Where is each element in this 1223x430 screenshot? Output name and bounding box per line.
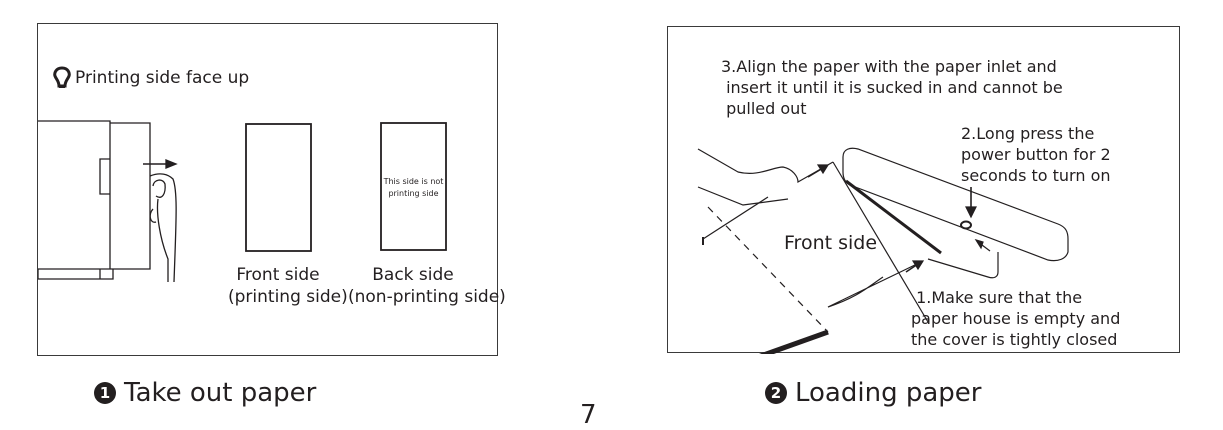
step2-illustration: 3.Align the paper with the paper inlet a… bbox=[667, 26, 1180, 354]
instruction-3: 3.Align the paper with the paper inlet a… bbox=[721, 57, 1063, 118]
step1-illustration: Printing side face up This side is not p… bbox=[37, 23, 506, 356]
step2-caption-text: Loading paper bbox=[795, 378, 982, 408]
lightbulb-icon bbox=[53, 66, 71, 94]
instruction-2: 2.Long press the power button for 2 seco… bbox=[961, 124, 1111, 185]
front-side-label: Front side (printing side) bbox=[228, 264, 348, 308]
back-note-line2: printing side bbox=[388, 189, 439, 198]
instruction-1: 1.Make sure that the paper house is empt… bbox=[911, 288, 1121, 349]
printer-paper-removal-drawing bbox=[38, 120, 447, 283]
step1-caption: 1 Take out paper bbox=[94, 378, 316, 408]
front-side-title: Front side bbox=[236, 265, 320, 285]
step1-caption-text: Take out paper bbox=[124, 378, 317, 408]
back-side-subtitle: (non-printing side) bbox=[348, 287, 506, 307]
step-number-badge: 1 bbox=[94, 382, 116, 404]
page-number: 7 bbox=[580, 400, 597, 430]
step2-caption: 2 Loading paper bbox=[765, 378, 981, 408]
front-side-subtitle: (printing side) bbox=[228, 287, 348, 307]
back-side-label: Back side (non-printing side) bbox=[348, 264, 506, 308]
back-side-title: Back side bbox=[372, 265, 454, 285]
tip-text: Printing side face up bbox=[75, 68, 250, 88]
back-note-line1: This side is not bbox=[383, 177, 444, 186]
paper-front-side-label: Front side bbox=[784, 232, 878, 254]
step-number-badge: 2 bbox=[765, 382, 787, 404]
printer-loading-drawing bbox=[697, 147, 1069, 354]
